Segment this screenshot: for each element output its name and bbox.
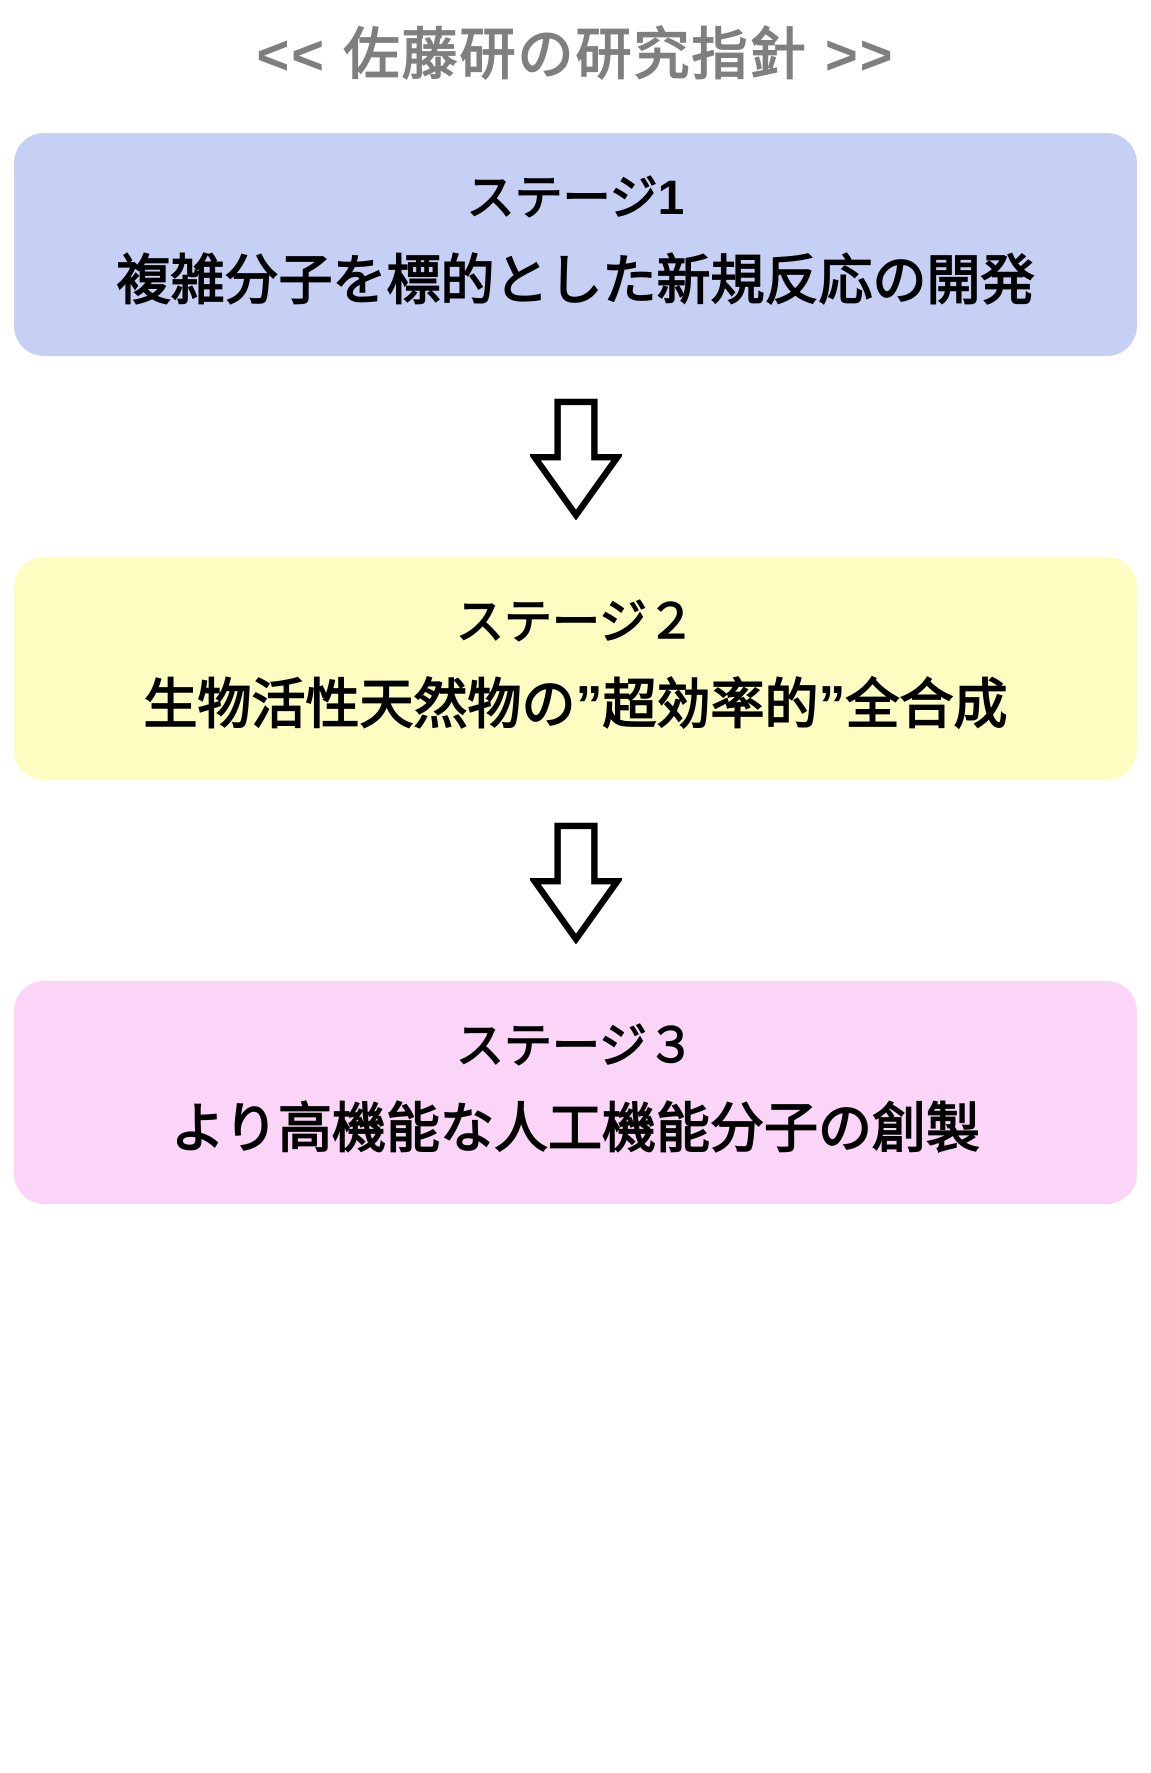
stage-2-label: ステージ２ [455, 596, 696, 649]
stage-1-label: ステージ1 [466, 172, 685, 225]
stage-1-description: 複雑分子を標的とした新規反応の開発 [116, 251, 1035, 311]
page-title: << 佐藤研の研究指針 >> [256, 23, 895, 86]
stage-1-box: ステージ1 複雑分子を標的とした新規反応の開発 [14, 133, 1137, 356]
down-arrow-icon [529, 822, 622, 948]
arrow-wrap-1 [0, 356, 1151, 557]
stage-3-box: ステージ３ より高機能な人工機能分子の創製 [14, 981, 1137, 1204]
stage-3-description: より高機能な人工機能分子の創製 [171, 1099, 980, 1159]
stage-2-description: 生物活性天然物の”超効率的”全合成 [143, 675, 1008, 735]
arrow-wrap-2 [0, 780, 1151, 981]
stage-2-box: ステージ２ 生物活性天然物の”超効率的”全合成 [14, 557, 1137, 780]
down-arrow-icon [529, 398, 622, 524]
stage-3-label: ステージ３ [455, 1020, 696, 1073]
